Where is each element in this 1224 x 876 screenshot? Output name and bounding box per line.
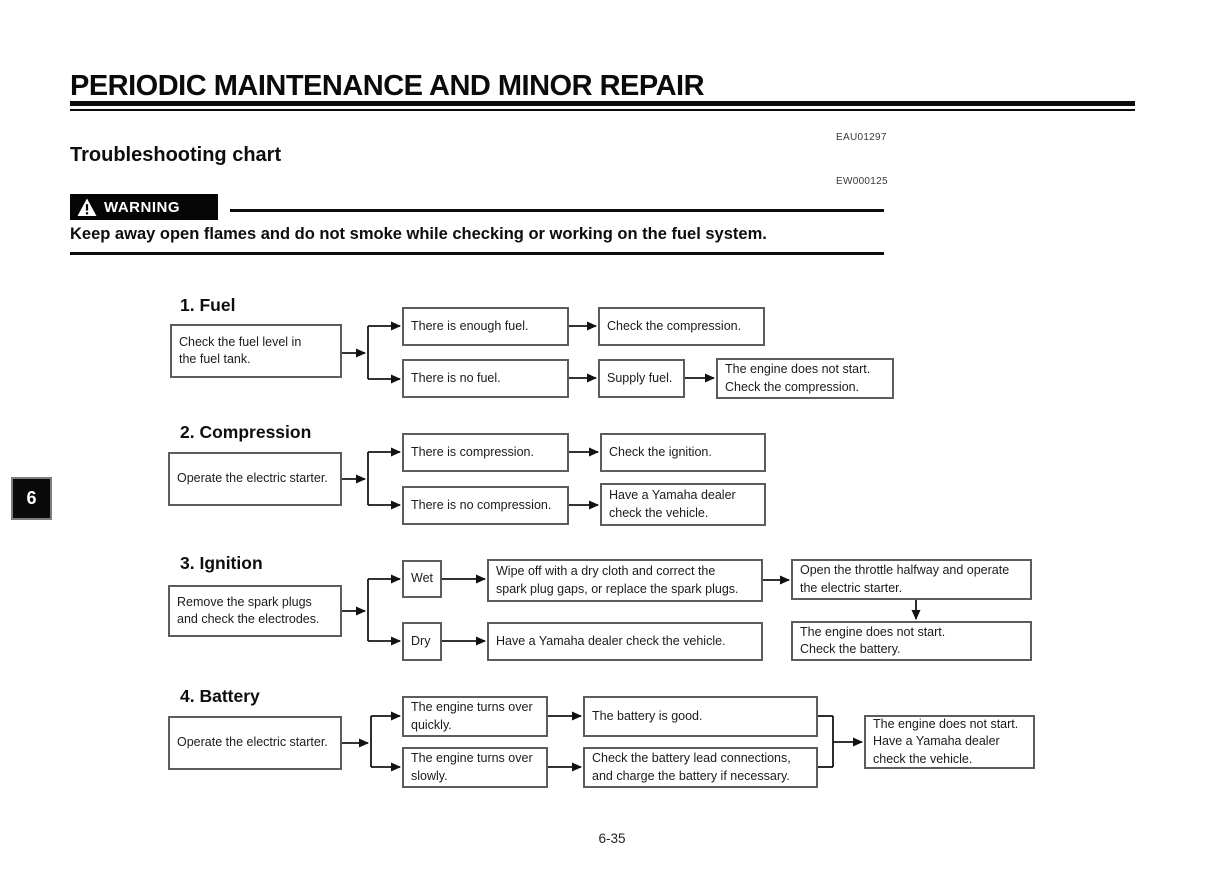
ignition-followup-check-battery-box: The engine does not start. Check the bat… bbox=[791, 621, 1032, 661]
title-underline-thick bbox=[70, 101, 1135, 106]
section-heading-fuel: 1. Fuel bbox=[180, 295, 236, 315]
warning-badge: WARNING bbox=[70, 194, 218, 220]
title-underline-thin bbox=[70, 109, 1135, 111]
ignition-result-open-throttle-box: Open the throttle halfway and operate th… bbox=[791, 559, 1032, 600]
section-heading-compression: 2. Compression bbox=[180, 422, 312, 442]
warning-text: Keep away open flames and do not smoke w… bbox=[70, 225, 767, 243]
compression-result-dealer-box: Have a Yamaha dealer check the vehicle. bbox=[600, 483, 766, 526]
compression-result-check-ignition-box: Check the ignition. bbox=[600, 433, 766, 472]
chapter-tab: 6 bbox=[11, 477, 52, 520]
reference-code-top: EAU01297 bbox=[836, 132, 887, 143]
compression-branch-no-box: There is no compression. bbox=[402, 486, 569, 525]
battery-final-dealer-box: The engine does not start. Have a Yamaha… bbox=[864, 715, 1035, 769]
fuel-result-no-start-box: The engine does not start. Check the com… bbox=[716, 358, 894, 399]
fuel-action-supply-box: Supply fuel. bbox=[598, 359, 685, 398]
page-number: 6-35 bbox=[598, 831, 626, 846]
compression-source-box: Operate the electric starter. bbox=[168, 452, 342, 506]
warning-lead-rule bbox=[230, 209, 884, 212]
compression-branch-yes-box: There is compression. bbox=[402, 433, 569, 472]
fuel-branch-no-fuel-box: There is no fuel. bbox=[402, 359, 569, 398]
ignition-action-wipe-box: Wipe off with a dry cloth and correct th… bbox=[487, 559, 763, 602]
section-title: Troubleshooting chart bbox=[70, 144, 282, 166]
warning-triangle-icon bbox=[77, 198, 97, 217]
ignition-branch-wet-box: Wet bbox=[402, 560, 442, 598]
battery-branch-slow-box: The engine turns over slowly. bbox=[402, 747, 548, 788]
battery-branch-quick-box: The engine turns over quickly. bbox=[402, 696, 548, 737]
ignition-branch-dry-box: Dry bbox=[402, 622, 442, 661]
ignition-source-box: Remove the spark plugs and check the ele… bbox=[168, 585, 342, 637]
fuel-source-box: Check the fuel level in the fuel tank. bbox=[170, 324, 342, 378]
reference-code-warning: EW000125 bbox=[836, 176, 888, 187]
section-heading-battery: 4. Battery bbox=[180, 686, 260, 706]
battery-result-good-box: The battery is good. bbox=[583, 696, 818, 737]
battery-source-box: Operate the electric starter. bbox=[168, 716, 342, 770]
fuel-result-check-compression-box: Check the compression. bbox=[598, 307, 765, 346]
page-title: PERIODIC MAINTENANCE AND MINOR REPAIR bbox=[70, 70, 705, 102]
battery-action-check-leads-box: Check the battery lead connections, and … bbox=[583, 747, 818, 788]
warning-bottom-rule bbox=[70, 252, 884, 255]
ignition-result-dealer-box: Have a Yamaha dealer check the vehicle. bbox=[487, 622, 763, 661]
fuel-branch-enough-box: There is enough fuel. bbox=[402, 307, 569, 346]
warning-label: WARNING bbox=[104, 198, 180, 216]
section-heading-ignition: 3. Ignition bbox=[180, 553, 263, 573]
